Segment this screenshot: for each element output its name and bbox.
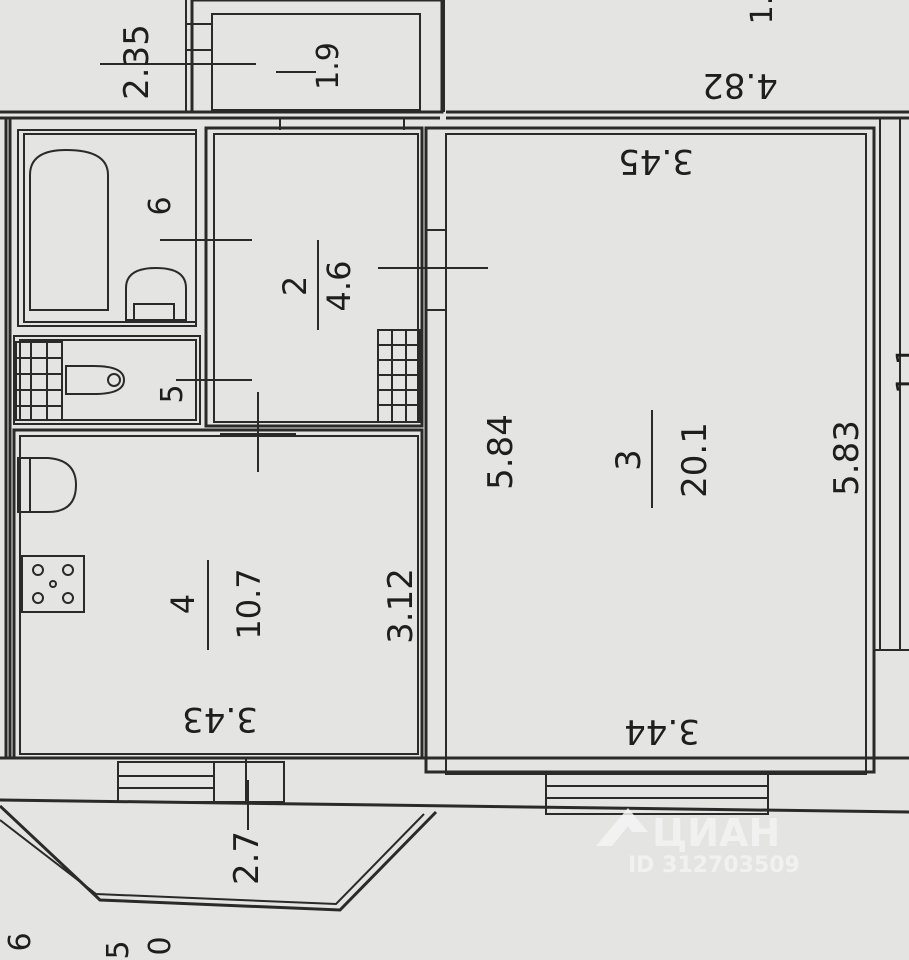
watermark-id: ID 312703509 — [628, 853, 800, 878]
outer-walls — [0, 110, 909, 814]
hall-area: 4.6 — [320, 261, 358, 312]
bottom-partial-left: 6 — [3, 932, 38, 951]
dim-big-right: 5.83 — [827, 420, 867, 496]
top-room-partial — [100, 0, 445, 114]
toilet-tiles-icon — [15, 341, 63, 421]
kitchen-sink-icon — [17, 457, 78, 513]
dim-kitchen-height: 3.12 — [381, 568, 421, 644]
top-right-partial: 1. — [745, 0, 780, 24]
dim-balcony: 2.7 — [227, 831, 267, 885]
watermark-brand: ЦИАН — [652, 811, 780, 855]
dim-right-partial: 1.1 — [891, 346, 909, 394]
dim-big-left: 5.84 — [481, 414, 521, 490]
bathroom-number: 6 — [143, 196, 178, 215]
top-room-area: 1.9 — [311, 42, 346, 90]
living-area: 20.1 — [675, 422, 715, 498]
kitchen-number: 4 — [164, 594, 202, 614]
dim-kitchen-bottom: 3.43 — [182, 699, 258, 739]
hall-room — [204, 118, 488, 472]
bottom-partial-den: 0 — [143, 936, 178, 955]
toilet-number: 5 — [155, 384, 190, 403]
dim-top-right: 4.82 — [702, 65, 778, 105]
kitchen-area: 10.7 — [230, 568, 268, 639]
kitchen-room — [12, 428, 424, 760]
toilet-icon — [65, 365, 126, 395]
sink-icon — [125, 266, 187, 321]
watermark: ЦИАН ID 312703509 — [596, 808, 800, 878]
windows — [117, 758, 769, 815]
balcony — [0, 780, 438, 912]
dim-corridor-top: 2.35 — [117, 24, 157, 100]
bathtub-icon — [29, 148, 109, 311]
bottom-partial-num: 5 — [101, 940, 136, 959]
dim-big-bottom: 3.44 — [624, 711, 700, 751]
wardrobe-icon — [377, 329, 421, 423]
living-number: 3 — [609, 449, 649, 471]
dim-big-top: 3.45 — [618, 141, 694, 181]
cian-logo-icon — [596, 808, 648, 846]
stove-icon — [21, 555, 85, 613]
toilet-room — [13, 335, 252, 425]
bathroom-room — [17, 129, 252, 327]
hall-number: 2 — [276, 276, 314, 296]
